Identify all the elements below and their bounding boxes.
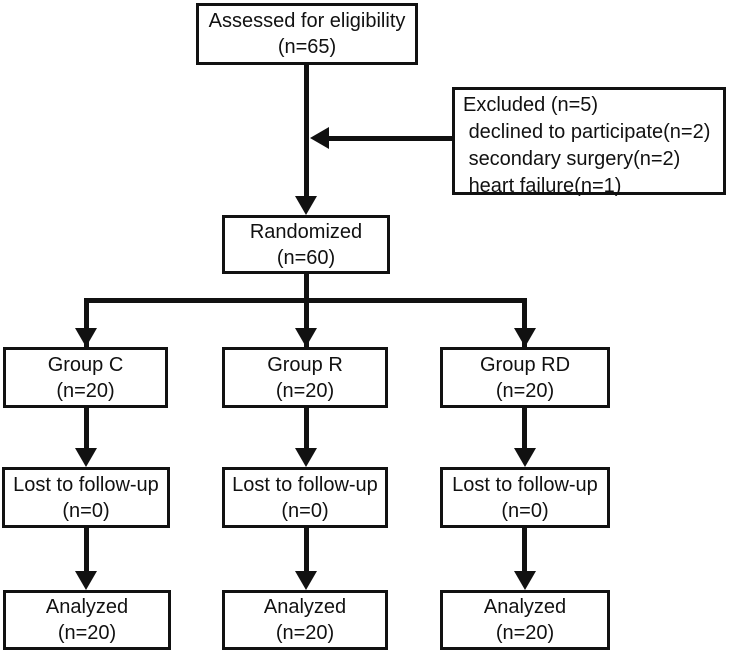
group-rd-box: Group RD (n=20) — [440, 347, 610, 408]
flow-line-group-c-to-lost — [84, 406, 89, 448]
flow-line-assessed-to-randomized — [304, 63, 309, 196]
excluded-reason-heart-failure: heart failure(n=1) — [463, 175, 622, 197]
arrowhead-left-from-excluded — [310, 127, 329, 149]
lost-to-follow-up-rd-box: Lost to follow-up (n=0) — [440, 467, 610, 528]
assessed-label: Assessed for eligibility — [208, 10, 406, 32]
flow-line-lost-r-to-analyzed — [304, 526, 309, 571]
flow-line-branch-to-group-r — [304, 298, 309, 348]
analyzed-r-box: Analyzed (n=20) — [222, 590, 388, 650]
analyzed-r-label: Analyzed — [263, 596, 347, 618]
lost-rd-count: (n=0) — [501, 499, 549, 522]
group-c-label: Group C — [47, 353, 124, 376]
flow-line-lost-c-to-analyzed — [84, 526, 89, 571]
arrowhead-down-into-analyzed-c — [75, 571, 97, 590]
assessed-for-eligibility-box: Assessed for eligibility (n=65) — [196, 3, 418, 65]
excluded-reason-declined: declined to participate(n=2) — [463, 121, 711, 143]
arrowhead-down-into-analyzed-rd — [514, 571, 536, 590]
flow-line-excluded — [329, 136, 452, 141]
group-c-count: (n=20) — [56, 379, 115, 402]
analyzed-c-count: (n=20) — [57, 622, 117, 644]
group-rd-label: Group RD — [479, 353, 571, 376]
flow-line-branch-to-group-rd — [522, 298, 527, 348]
excluded-label: Excluded (n=5) — [463, 94, 599, 116]
randomized-label: Randomized — [249, 220, 363, 243]
lost-r-count: (n=0) — [281, 499, 329, 522]
group-r-label: Group R — [267, 353, 343, 376]
arrowhead-down-into-lost-c — [75, 448, 97, 467]
lost-r-label: Lost to follow-up — [232, 473, 378, 496]
arrowhead-down-into-group-r — [295, 328, 317, 347]
lost-to-follow-up-c-box: Lost to follow-up (n=0) — [2, 467, 170, 528]
analyzed-r-count: (n=20) — [275, 622, 335, 644]
analyzed-rd-label: Analyzed — [483, 596, 567, 618]
group-r-box: Group R (n=20) — [222, 347, 388, 408]
flow-line-group-rd-to-lost — [522, 406, 527, 448]
randomized-count: (n=60) — [276, 246, 336, 269]
arrowhead-down-into-randomized — [295, 196, 317, 215]
arrowhead-down-into-group-c — [75, 328, 97, 347]
excluded-box: Excluded (n=5) declined to participate(n… — [452, 87, 726, 197]
lost-c-label: Lost to follow-up — [13, 473, 159, 496]
analyzed-rd-box: Analyzed (n=20) — [440, 590, 610, 650]
group-rd-count: (n=20) — [495, 379, 555, 402]
flow-line-randomized-down — [304, 274, 309, 303]
lost-c-count: (n=0) — [62, 499, 110, 522]
lost-to-follow-up-r-box: Lost to follow-up (n=0) — [222, 467, 388, 528]
flow-line-lost-rd-to-analyzed — [522, 526, 527, 571]
arrowhead-down-into-group-rd — [514, 328, 536, 347]
flow-line-group-r-to-lost — [304, 406, 309, 448]
assessed-count: (n=65) — [277, 36, 337, 58]
flow-line-branch-to-group-c — [84, 298, 89, 348]
arrowhead-down-into-lost-rd — [514, 448, 536, 467]
arrowhead-down-into-lost-r — [295, 448, 317, 467]
analyzed-rd-count: (n=20) — [495, 622, 555, 644]
lost-rd-label: Lost to follow-up — [452, 473, 598, 496]
analyzed-c-box: Analyzed (n=20) — [3, 590, 171, 650]
group-c-box: Group C (n=20) — [3, 347, 168, 408]
analyzed-c-label: Analyzed — [45, 596, 129, 618]
randomized-box: Randomized (n=60) — [222, 215, 390, 274]
group-r-count: (n=20) — [275, 379, 335, 402]
arrowhead-down-into-analyzed-r — [295, 571, 317, 590]
excluded-reason-surgery: secondary surgery(n=2) — [463, 148, 681, 170]
